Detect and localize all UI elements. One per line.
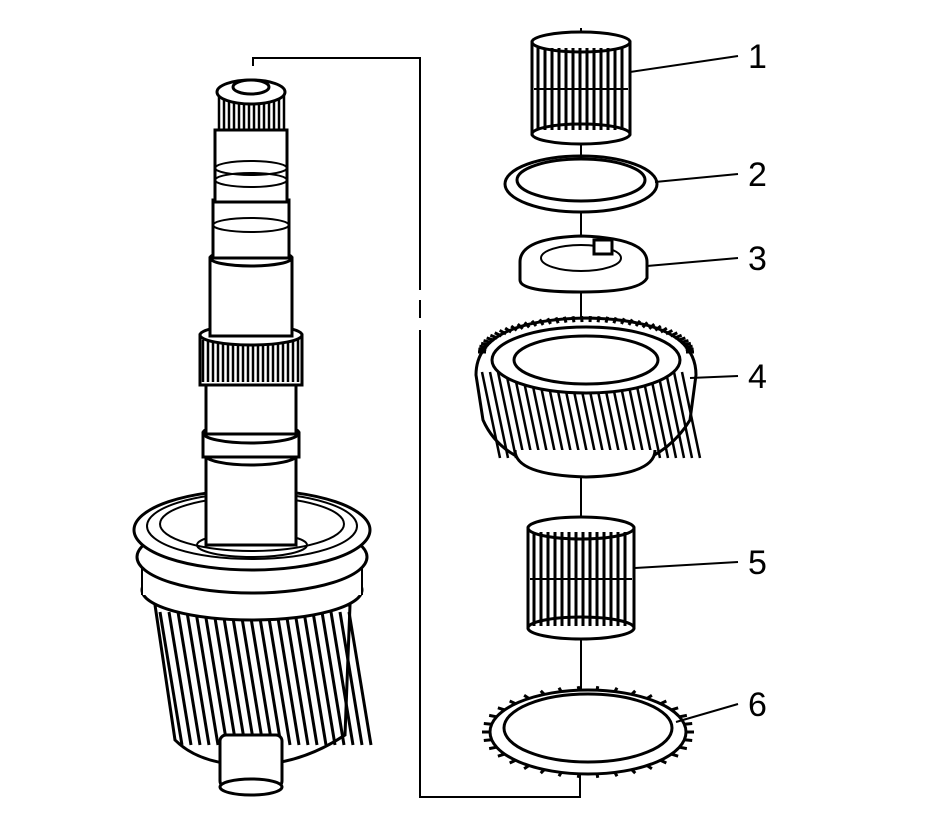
callout-4: 4: [748, 358, 767, 396]
callout-3: 3: [748, 240, 767, 278]
callout-labels: 1 2 3 4 5 6: [748, 38, 767, 724]
blocker-ring: [482, 685, 694, 779]
thrust-washer: [518, 234, 649, 294]
needle-bearing-lower: [526, 515, 636, 641]
snap-ring: [503, 154, 659, 214]
needle-bearing-upper: [530, 30, 632, 146]
callout-5: 5: [748, 544, 767, 582]
callout-1: 1: [748, 38, 767, 76]
callout-2: 2: [748, 156, 767, 194]
helical-gear: [474, 315, 702, 479]
helical-gear-lower: [153, 603, 373, 767]
shaft-assembly: [132, 78, 373, 797]
shaft-spline-band: [201, 340, 300, 382]
callout-6: 6: [748, 686, 767, 724]
leader-lines: [629, 55, 739, 723]
main-shaft: [198, 78, 304, 547]
